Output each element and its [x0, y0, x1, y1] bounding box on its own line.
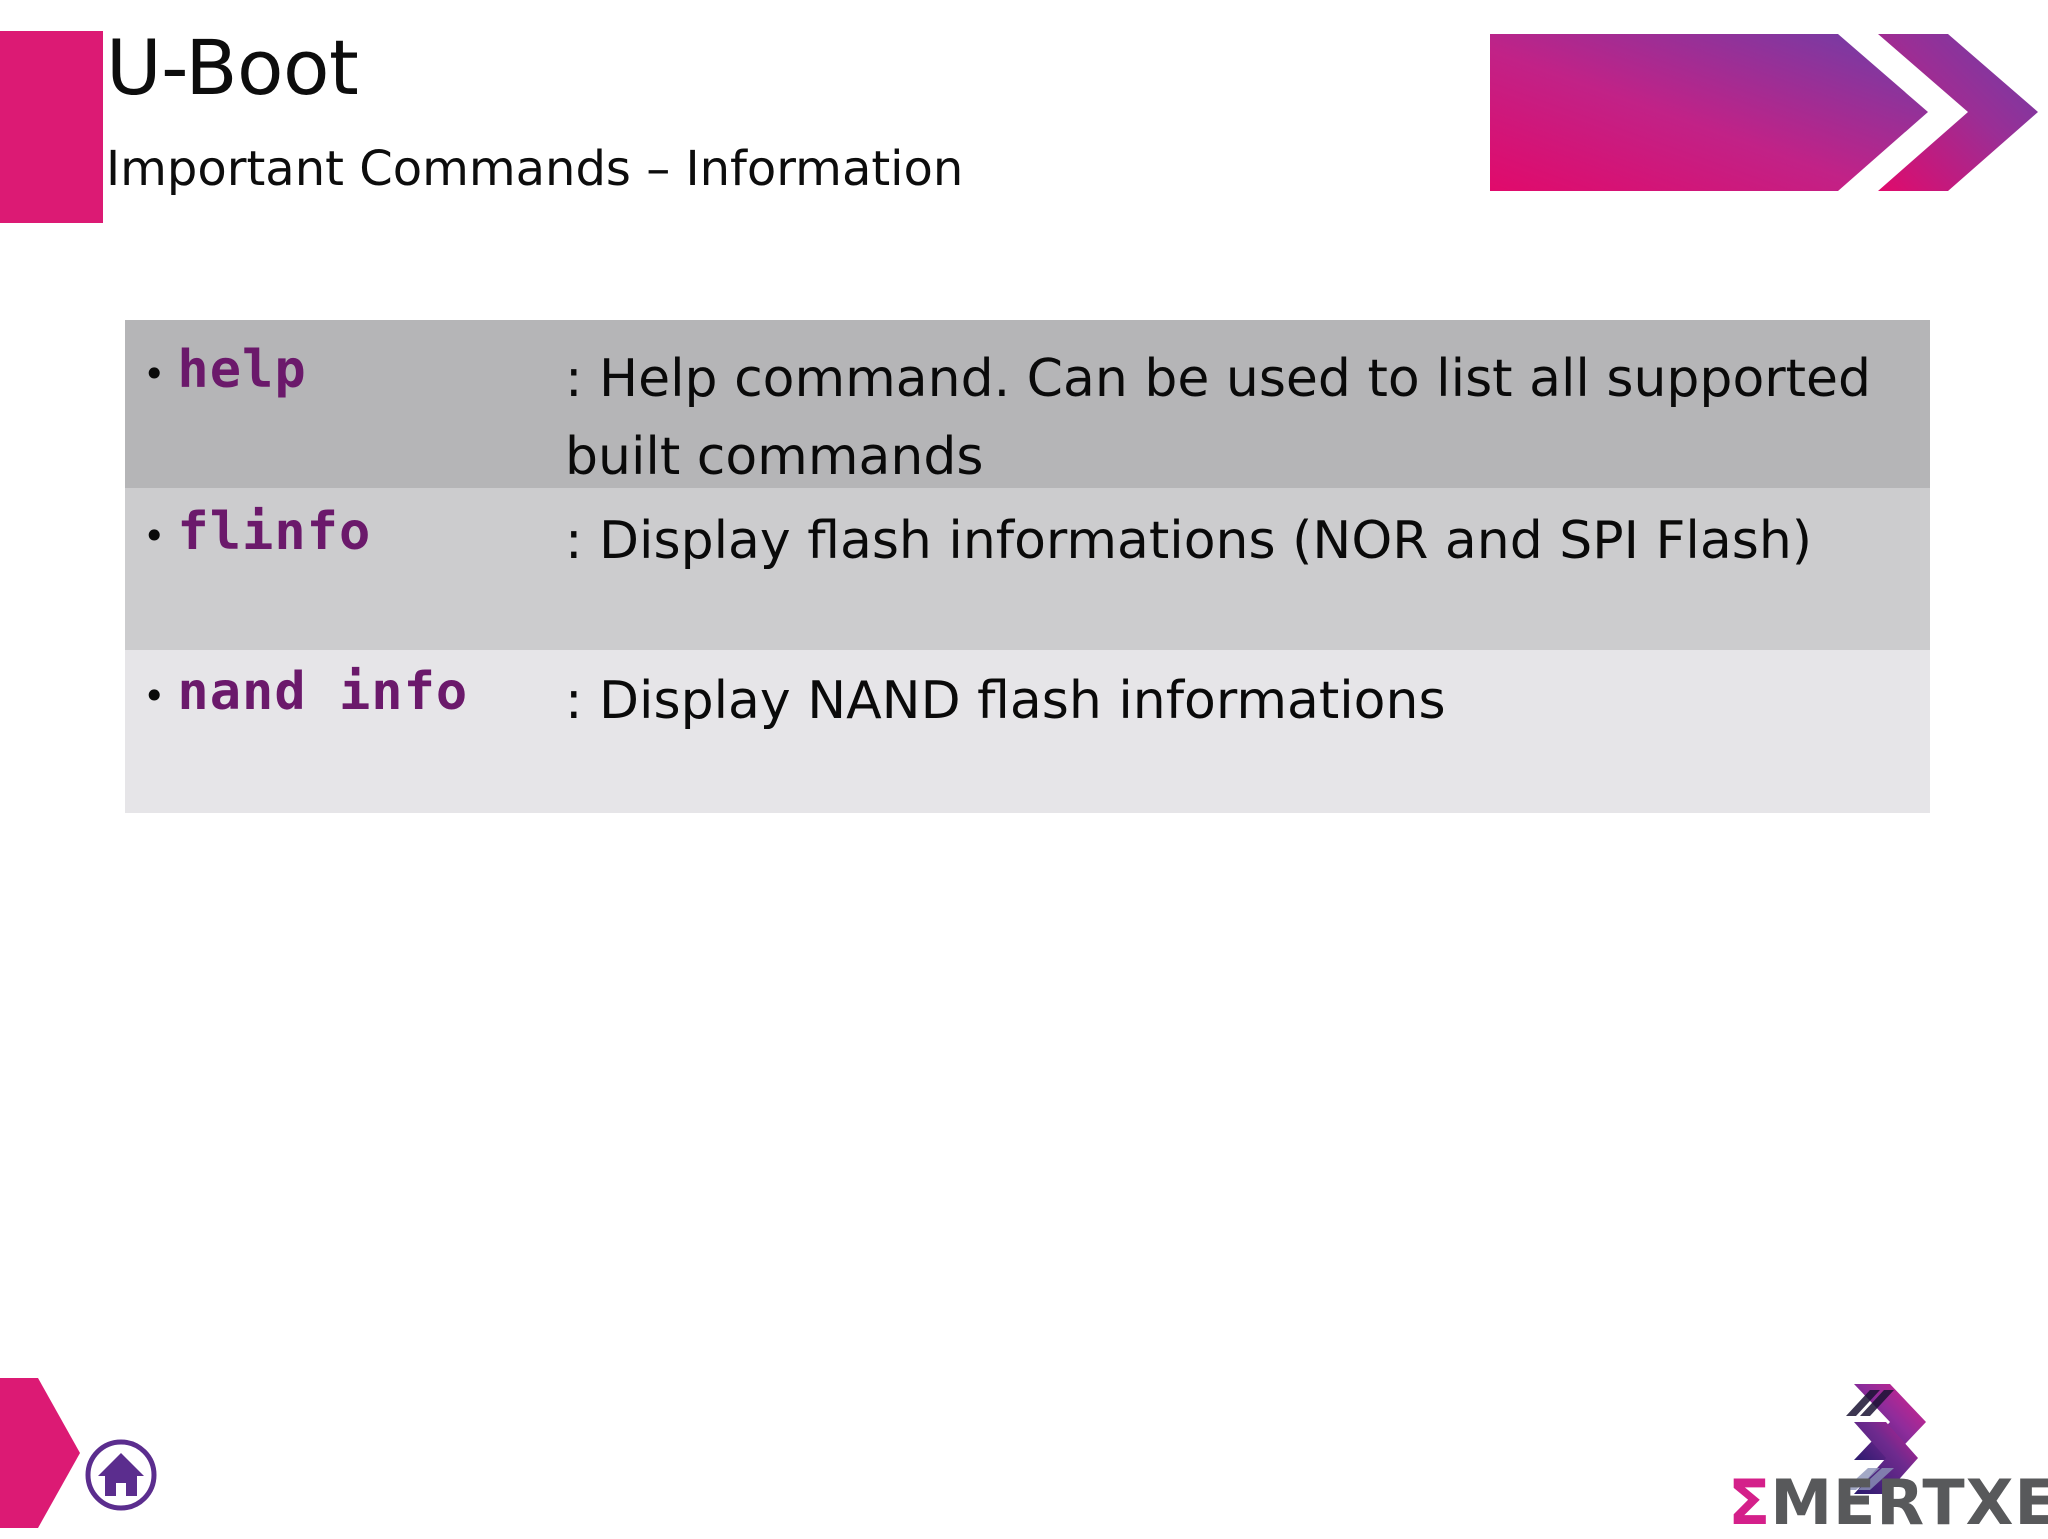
header-arrow-graphic — [1490, 34, 2038, 191]
emertxe-wordmark: ΣMERTXE — [1728, 1466, 2048, 1539]
command-description: Help command. Can be used to list all su… — [565, 349, 1872, 487]
command-description-cell: : Display flash informations (NOR and SPI… — [565, 502, 1930, 580]
emertxe-logo: ΣMERTXE — [1728, 1382, 2048, 1539]
command-description: Display NAND flash informations — [599, 671, 1446, 731]
command-description-cell: : Display NAND flash informations — [565, 662, 1930, 740]
bullet-icon: • — [143, 514, 166, 558]
command-name: flinfo — [177, 502, 372, 562]
table-row: • help :Help command. Can be used to lis… — [125, 320, 1930, 488]
description-separator: : — [565, 349, 583, 409]
table-row: • flinfo : Display flash informations (NO… — [125, 488, 1930, 650]
emertxe-sigma-glyph: Σ — [1728, 1466, 1771, 1539]
description-separator: : — [565, 671, 583, 731]
bullet-icon: • — [143, 674, 166, 718]
page-subtitle: Important Commands – Information — [106, 141, 964, 197]
command-name: nand info — [177, 662, 469, 722]
command-table: • help :Help command. Can be used to lis… — [125, 320, 1930, 813]
home-icon[interactable] — [84, 1438, 158, 1512]
command-cell: • flinfo — [125, 502, 565, 562]
command-name: help — [177, 340, 307, 400]
table-row: • nand info : Display NAND flash informat… — [125, 650, 1930, 813]
emertxe-wordmark-text: MERTXE — [1770, 1466, 2048, 1539]
command-cell: • nand info — [125, 662, 565, 722]
command-description-cell: :Help command. Can be used to list all s… — [565, 340, 1930, 496]
footer-pink-arrow — [0, 1378, 80, 1528]
description-separator: : — [565, 511, 583, 571]
emertxe-logo-graphic — [1844, 1384, 1926, 1494]
command-description: Display flash informations (NOR and SPI … — [599, 511, 1813, 571]
header-accent-bar — [0, 31, 103, 223]
command-cell: • help — [125, 340, 565, 400]
page-title: U-Boot — [106, 23, 359, 112]
bullet-icon: • — [143, 352, 166, 396]
